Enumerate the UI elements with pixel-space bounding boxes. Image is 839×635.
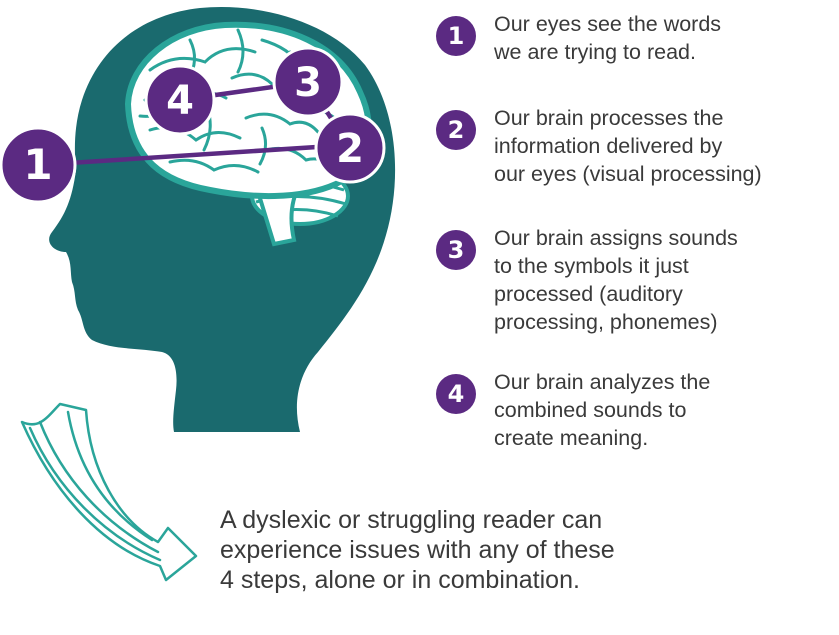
step-2-line: Our brain processes the: [494, 106, 724, 130]
summary-line: 4 steps, alone or in combination.: [220, 566, 580, 594]
step-1: 1 Our eyes see the words we are trying t…: [436, 10, 836, 66]
step-3-line: to the symbols it just: [494, 254, 689, 278]
step-3-line: processing, phonemes): [494, 310, 718, 334]
step-2-badge: 2: [436, 110, 476, 150]
step-2-text: Our brain processes the information deli…: [494, 104, 762, 188]
diagram-badge-3: 3: [272, 46, 344, 118]
step-1-line: Our eyes see the words: [494, 12, 722, 36]
step-2-line: our eyes (visual processing): [494, 162, 762, 186]
diagram-badge-3-label: 3: [294, 60, 322, 106]
step-4-badge: 4: [436, 374, 476, 414]
diagram-badge-1-label: 1: [23, 140, 52, 189]
step-4: 4 Our brain analyzes the combined sounds…: [436, 368, 836, 452]
diagram-badge-4: 4: [144, 64, 216, 136]
diagram-badge-2: 2: [314, 112, 386, 184]
step-4-line: create meaning.: [494, 426, 649, 450]
step-3-line: processed (auditory: [494, 282, 683, 306]
step-1-badge: 1: [436, 16, 476, 56]
diagram-badge-1: 1: [0, 126, 77, 204]
step-1-text: Our eyes see the words we are trying to …: [494, 10, 721, 66]
step-4-line: Our brain analyzes the: [494, 370, 711, 394]
summary-text: A dyslexic or struggling reader can expe…: [220, 505, 615, 595]
step-3-line: Our brain assigns sounds: [494, 226, 738, 250]
step-3-text: Our brain assigns sounds to the symbols …: [494, 224, 738, 336]
step-3: 3 Our brain assigns sounds to the symbol…: [436, 224, 836, 336]
step-3-badge: 3: [436, 230, 476, 270]
connector-1-2: [37, 142, 349, 168]
diagram-badge-4-label: 4: [166, 78, 194, 124]
summary-line: experience issues with any of these: [220, 536, 615, 564]
step-4-text: Our brain analyzes the combined sounds t…: [494, 368, 710, 452]
step-2-line: information delivered by: [494, 134, 723, 158]
step-4-line: combined sounds to: [494, 398, 687, 422]
diagram-badge-2-label: 2: [336, 126, 364, 172]
summary-line: A dyslexic or struggling reader can: [220, 506, 603, 534]
step-1-line: we are trying to read.: [494, 40, 696, 64]
step-2: 2 Our brain processes the information de…: [436, 104, 836, 188]
curved-arrow-icon: [20, 402, 198, 582]
